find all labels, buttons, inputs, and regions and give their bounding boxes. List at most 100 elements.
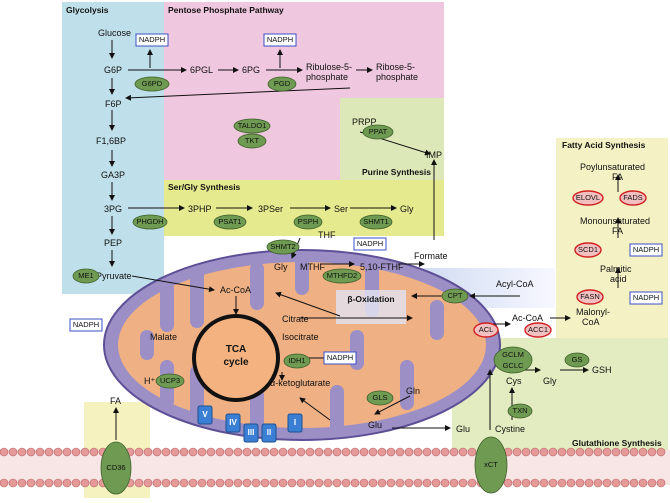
- 3pser-label: 3PSer: [258, 204, 283, 214]
- lipid-head: [215, 447, 225, 457]
- hplus-label: H⁺: [144, 376, 155, 386]
- lipid-head: [620, 478, 630, 488]
- complex-V: V: [197, 405, 213, 425]
- acc1-label: ACC1: [528, 325, 548, 334]
- lipid-head: [566, 478, 576, 488]
- complex-label: IV: [229, 418, 237, 427]
- lipid-head: [8, 447, 18, 457]
- mthf-label: MTHF: [300, 262, 325, 272]
- lipid-head: [287, 447, 297, 457]
- lipid-head: [503, 478, 513, 488]
- lipid-head: [242, 447, 252, 457]
- gs-enzyme: GS: [564, 352, 590, 368]
- lipid-head: [8, 478, 18, 488]
- psph-enzyme: PSPH: [293, 214, 323, 230]
- fads-label: FADS: [623, 193, 643, 202]
- lipid-head: [17, 447, 27, 457]
- lipid-head: [422, 447, 432, 457]
- lipid-head: [548, 478, 558, 488]
- lipid-head: [539, 447, 549, 457]
- xct-transporter: xCT: [474, 436, 508, 494]
- fas-title: Fatty Acid Synthesis: [562, 140, 646, 150]
- nadph-box-me1: NADPH: [69, 318, 103, 332]
- cpt-label: CPT: [448, 291, 463, 300]
- shmt1-label: SHMT1: [363, 217, 388, 226]
- lipid-head: [143, 478, 153, 488]
- lipid-head: [566, 447, 576, 457]
- lipid-head: [134, 447, 144, 457]
- lipid-head: [71, 447, 81, 457]
- gclm-gclc-enzyme: GCLM GCLC: [493, 346, 533, 374]
- me1-enzyme: ME1: [72, 268, 100, 284]
- lipid-head: [341, 447, 351, 457]
- lipid-head: [557, 478, 567, 488]
- lipid-head: [35, 478, 45, 488]
- lipid-head: [26, 447, 36, 457]
- lipid-head: [530, 447, 540, 457]
- glycolysis-title: Glycolysis: [66, 5, 109, 15]
- svg-text:NADPH: NADPH: [139, 35, 165, 44]
- lipid-head: [458, 478, 468, 488]
- gs-label: GS: [572, 355, 583, 364]
- mono-label: Monounsaturated: [580, 216, 650, 226]
- cd36-transporter: CD36: [100, 441, 132, 495]
- shmt2-label: SHMT2: [270, 242, 295, 251]
- mthfd2-enzyme: MTHFD2: [322, 268, 362, 284]
- cys-label: Cys: [506, 376, 522, 386]
- lipid-head: [512, 447, 522, 457]
- ucp3-enzyme: UCP3: [155, 373, 185, 389]
- tca-label-2: cycle: [223, 357, 248, 368]
- pgd-enzyme: PGD: [267, 76, 297, 92]
- glu-cyto-label: Glu: [456, 424, 470, 434]
- lipid-head: [305, 447, 315, 457]
- lipid-head: [332, 447, 342, 457]
- lipid-head: [242, 478, 252, 488]
- fa-label: FA: [110, 396, 121, 406]
- taldo1-label: TALDO1: [238, 121, 267, 130]
- svg-text:NADPH: NADPH: [73, 320, 99, 329]
- xct-label: xCT: [484, 460, 498, 469]
- lipid-head: [296, 478, 306, 488]
- lipid-head: [278, 447, 288, 457]
- mthfd2-label: MTHFD2: [327, 271, 357, 280]
- lipid-head: [377, 478, 387, 488]
- scd1-label: SCD1: [578, 245, 598, 254]
- lipid-head: [395, 447, 405, 457]
- ser-label: Ser: [334, 204, 348, 214]
- palmitic-label-2: acid: [610, 274, 627, 284]
- lipid-head: [314, 478, 324, 488]
- lipid-head: [404, 478, 414, 488]
- acl-enzyme: ACL: [473, 322, 499, 338]
- svg-text:NADPH: NADPH: [633, 245, 659, 254]
- psat1-label: PSAT1: [218, 217, 241, 226]
- complex-II: II: [261, 423, 277, 443]
- lipid-head: [224, 447, 234, 457]
- tkt-enzyme: TKT: [237, 133, 267, 149]
- r5p-label-2: phosphate: [376, 72, 418, 82]
- citrate-label: Citrate: [282, 314, 309, 324]
- lipid-head: [368, 478, 378, 488]
- scd1-enzyme: SCD1: [574, 242, 602, 258]
- complex-III: III: [243, 423, 259, 443]
- lipid-head: [638, 478, 648, 488]
- pyruvate-label: Pyruvate: [96, 271, 132, 281]
- metabolite-labels: Glucose G6P F6P F1,6BP GA3P 3PG PEP Pyru…: [96, 28, 650, 434]
- lipid-head: [431, 478, 441, 488]
- f6p-label: F6P: [105, 99, 122, 109]
- ppp-title: Pentose Phosphate Pathway: [168, 5, 284, 15]
- palmitic-label: Palmitic: [600, 264, 632, 274]
- lipid-head: [620, 447, 630, 457]
- ru5p-label-2: phosphate: [306, 72, 348, 82]
- nadph-box-mthfd2: NADPH: [353, 237, 387, 251]
- nadph-box-idh1: NADPH: [323, 351, 357, 365]
- lipid-head: [647, 447, 657, 457]
- g6p-label: G6P: [104, 65, 122, 75]
- thf-label: THF: [318, 230, 336, 240]
- lipid-head: [179, 447, 189, 457]
- lipid-head: [638, 447, 648, 457]
- fads-enzyme: FADS: [619, 190, 647, 206]
- lipid-head: [152, 478, 162, 488]
- lipid-head: [71, 478, 81, 488]
